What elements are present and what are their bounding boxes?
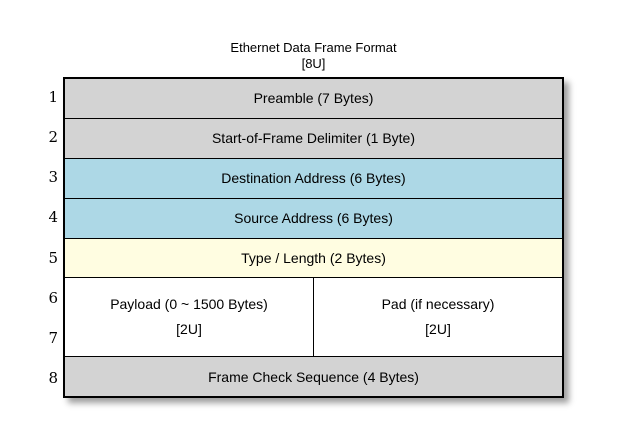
row-start-of-frame-delimiter: Start-of-Frame Delimiter (1 Byte) — [65, 117, 562, 158]
row-number-6: 6 — [48, 288, 58, 307]
row-label-type-length: Type / Length (2 Bytes) — [241, 249, 386, 266]
cell-pad: Pad (if necessary) [2U] — [313, 278, 562, 357]
cell-unit-label-pad: [2U] — [425, 321, 451, 338]
title-text: Ethernet Data Frame Format — [230, 40, 397, 55]
cell-unit-label-payload: [2U] — [176, 321, 202, 338]
row-source-address: Source Address (6 Bytes) — [65, 197, 562, 238]
row-number-4: 4 — [48, 208, 58, 227]
row-number-1: 1 — [48, 88, 58, 107]
row-number-3: 3 — [48, 168, 58, 187]
title-unit-label: [8U] — [301, 56, 326, 71]
row-label-source-address: Source Address (6 Bytes) — [234, 210, 393, 227]
frame-table: Preamble (7 Bytes) Start-of-Frame Delimi… — [63, 77, 564, 398]
row-number-5: 5 — [48, 248, 58, 267]
row-frame-check-sequence: Frame Check Sequence (4 Bytes) — [65, 356, 562, 396]
row-payload-pad: Payload (0 ~ 1500 Bytes) [2U] Pad (if ne… — [65, 277, 562, 357]
diagram-title: Ethernet Data Frame Format [8U] — [63, 40, 564, 72]
row-number-2: 2 — [48, 128, 58, 147]
row-number-8: 8 — [48, 368, 58, 387]
cell-label-payload: Payload (0 ~ 1500 Bytes) — [110, 296, 268, 313]
row-type-length: Type / Length (2 Bytes) — [65, 237, 562, 278]
row-destination-address: Destination Address (6 Bytes) — [65, 157, 562, 198]
row-label-fcs: Frame Check Sequence (4 Bytes) — [208, 368, 419, 385]
row-label-preamble: Preamble (7 Bytes) — [253, 90, 374, 107]
row-label-destination-address: Destination Address (6 Bytes) — [221, 170, 406, 187]
cell-payload: Payload (0 ~ 1500 Bytes) [2U] — [65, 278, 313, 356]
row-numbers-column: 1 2 3 4 5 6 7 8 — [0, 77, 58, 398]
row-number-7: 7 — [48, 328, 58, 347]
row-numbers-6-7: 6 7 — [0, 278, 58, 358]
row-label-sfd: Start-of-Frame Delimiter (1 Byte) — [211, 130, 416, 147]
row-preamble: Preamble (7 Bytes) — [65, 79, 562, 118]
cell-label-pad: Pad (if necessary) — [381, 296, 495, 313]
